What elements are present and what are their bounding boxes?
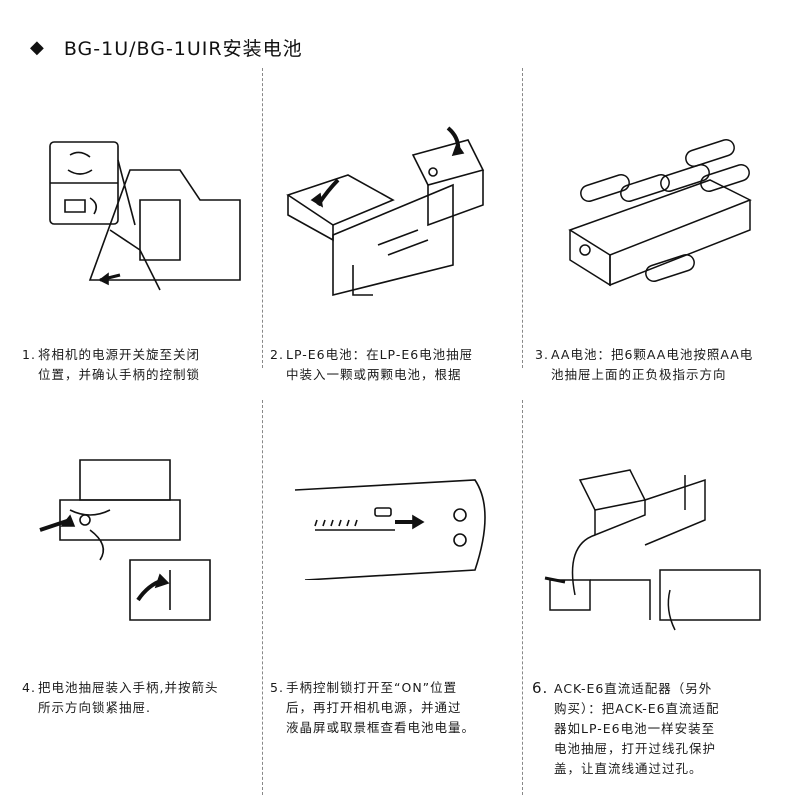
step-1-text: 1.将相机的电源开关旋至关闭 位置，并确认手柄的控制锁 (22, 345, 200, 385)
step-line: 中装入一颗或两颗电池，根据 (286, 367, 462, 382)
column-divider-right (522, 68, 523, 368)
step-line: LP-E6电池：在LP-E6电池抽屉 (286, 347, 474, 362)
step-2-text: 2.LP-E6电池：在LP-E6电池抽屉 中装入一颗或两颗电池，根据 (270, 345, 473, 385)
step-line: 手柄控制锁打开至“ON”位置 (286, 680, 458, 695)
step-5-text: 5.手柄控制锁打开至“ON”位置 后，再打开相机电源，并通过 液晶屏或取景框查看… (270, 678, 475, 738)
step-line: 把电池抽屉装入手柄,并按箭头 (38, 680, 219, 695)
column-divider-left-lower (262, 400, 263, 795)
lp-e6-battery-insert-illustration (278, 120, 508, 300)
step-number: 1. (22, 347, 36, 362)
page-header: ◆ BG-1U/BG-1UIR安装电池 (30, 32, 303, 62)
page-title: BG-1U/BG-1UIR安装电池 (63, 37, 303, 60)
step-line: 将相机的电源开关旋至关闭 (38, 347, 201, 362)
step-3-text: 3.AA电池：把6颗AA电池按照AA电 池抽屉上面的正负极指示方向 (535, 345, 753, 385)
step-line: ACK-E6直流适配器（另外 (554, 681, 713, 696)
step-number: 2. (270, 347, 284, 362)
step-number: 4. (22, 680, 36, 695)
column-divider-left (262, 68, 263, 368)
dc-coupler-cable-illustration (540, 460, 770, 635)
step-number: 3. (535, 347, 549, 362)
step-line: 液晶屏或取景框查看电池电量。 (286, 720, 476, 735)
step-number: 6. (532, 679, 549, 697)
grip-power-switch-illustration (285, 470, 505, 580)
step-6-text: 6. ACK-E6直流适配器（另外 购买）：把ACK-E6直流适配 器如LP-E6… (532, 678, 720, 779)
step-number: 5. (270, 680, 284, 695)
grip-lock-switch-illustration (40, 130, 255, 300)
diamond-bullet-icon: ◆ (30, 36, 44, 58)
step-line: 盖，让直流线通过过孔。 (554, 761, 703, 776)
column-divider-right-lower (522, 400, 523, 795)
battery-drawer-lock-illustration (30, 450, 255, 630)
step-line: 器如LP-E6电池一样安装至 (554, 721, 716, 736)
step-line: 所示方向锁紧抽屉. (38, 700, 151, 715)
step-line: 后，再打开相机电源，并通过 (286, 700, 462, 715)
step-line: 购买）：把ACK-E6直流适配 (554, 701, 720, 716)
step-line: AA电池：把6颗AA电池按照AA电 (551, 347, 754, 362)
aa-battery-insert-illustration (560, 130, 770, 295)
step-line: 池抽屉上面的正负极指示方向 (551, 367, 727, 382)
step-line: 电池抽屉，打开过线孔保护 (554, 741, 717, 756)
step-line: 位置，并确认手柄的控制锁 (38, 367, 201, 382)
step-4-text: 4.把电池抽屉装入手柄,并按箭头 所示方向锁紧抽屉. (22, 678, 218, 718)
